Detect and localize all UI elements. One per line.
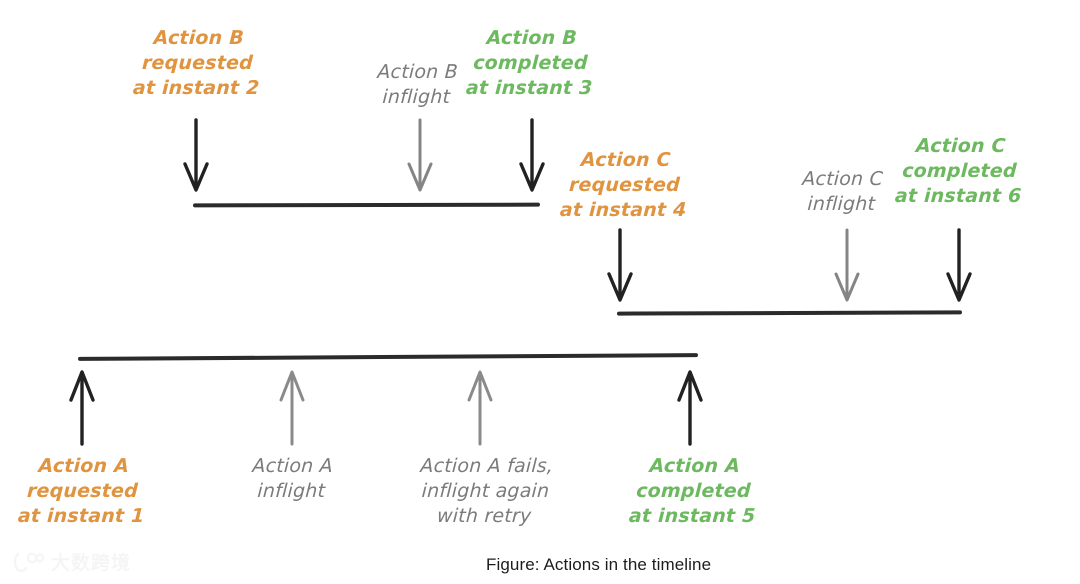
timeline-action-b [192, 202, 541, 208]
label-action-a-retry: Action A fails, inflight again with retr… [419, 455, 554, 527]
label-action-a-requested: Action A requested at instant 1 [17, 455, 146, 527]
label-action-c-completed: Action C completed at instant 6 [894, 135, 1023, 207]
label-action-a-completed: Action A completed at instant 5 [628, 455, 757, 527]
arrow-a-completed-up [676, 370, 704, 446]
arrow-c-completed-down [945, 228, 973, 304]
timeline-action-c [616, 310, 963, 316]
arrow-a-inflight-up [278, 370, 306, 446]
label-action-c-requested: Action C requested at instant 4 [559, 149, 688, 221]
arrow-b-completed-down [518, 118, 546, 194]
timeline-action-a [77, 353, 699, 361]
arrow-c-requested-down [606, 228, 634, 304]
watermark: 大数跨境 [13, 548, 132, 575]
figure-caption: Figure: Actions in the timeline [486, 555, 712, 574]
arrow-b-inflight-down [406, 118, 434, 194]
arrow-a-requested-up [68, 370, 96, 446]
arrow-a-retry-up [466, 370, 494, 446]
label-action-b-requested: Action B requested at instant 2 [132, 27, 261, 99]
label-action-b-completed: Action B completed at instant 3 [465, 27, 594, 99]
label-action-a-inflight: Action A inflight [251, 455, 334, 502]
arrow-b-requested-down [182, 118, 210, 194]
dashukuajing-logo-icon [13, 551, 45, 573]
arrow-c-inflight-down [833, 228, 861, 304]
watermark-text: 大数跨境 [51, 552, 132, 574]
